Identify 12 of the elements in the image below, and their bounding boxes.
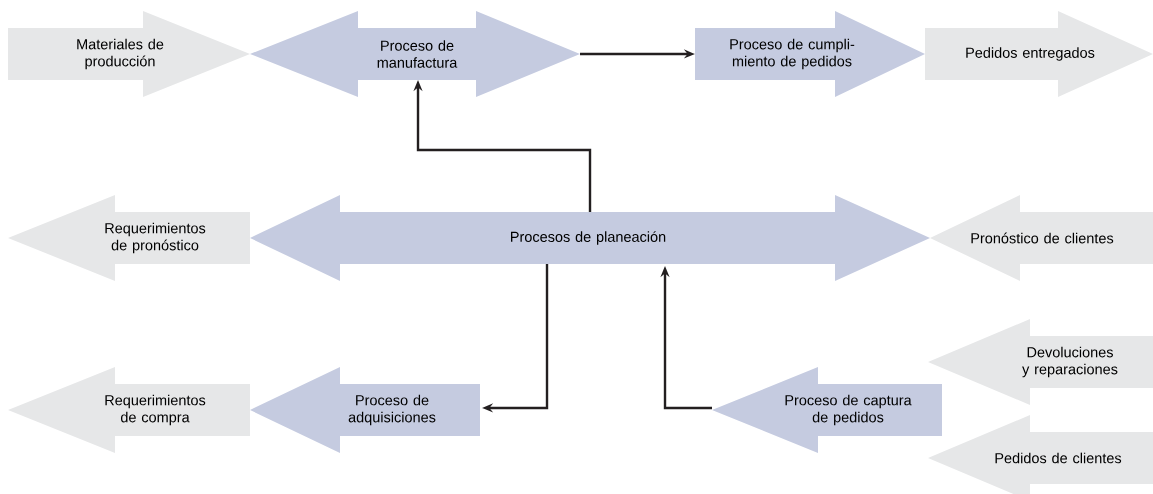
process-band: Proceso de cumpli- miento de pedidos <box>695 11 925 97</box>
process-band: Proceso de manufactura <box>250 11 580 97</box>
flow-band: Pedidos de clientes <box>928 415 1153 494</box>
flow-band: Requerimientos de compra <box>8 367 250 453</box>
flow-band: Materiales de producción <box>8 11 250 97</box>
process-band: Proceso de captura de pedidos <box>712 367 942 453</box>
flow-band: Devoluciones y reparaciones <box>928 319 1153 405</box>
flow-band: Requerimientos de pronóstico <box>8 195 250 281</box>
flow-band: Pedidos entregados <box>925 11 1153 97</box>
process-band: Proceso de adquisiciones <box>250 367 480 453</box>
process-band: Procesos de planeación <box>250 195 930 281</box>
flow-band: Pronóstico de clientes <box>930 195 1153 281</box>
